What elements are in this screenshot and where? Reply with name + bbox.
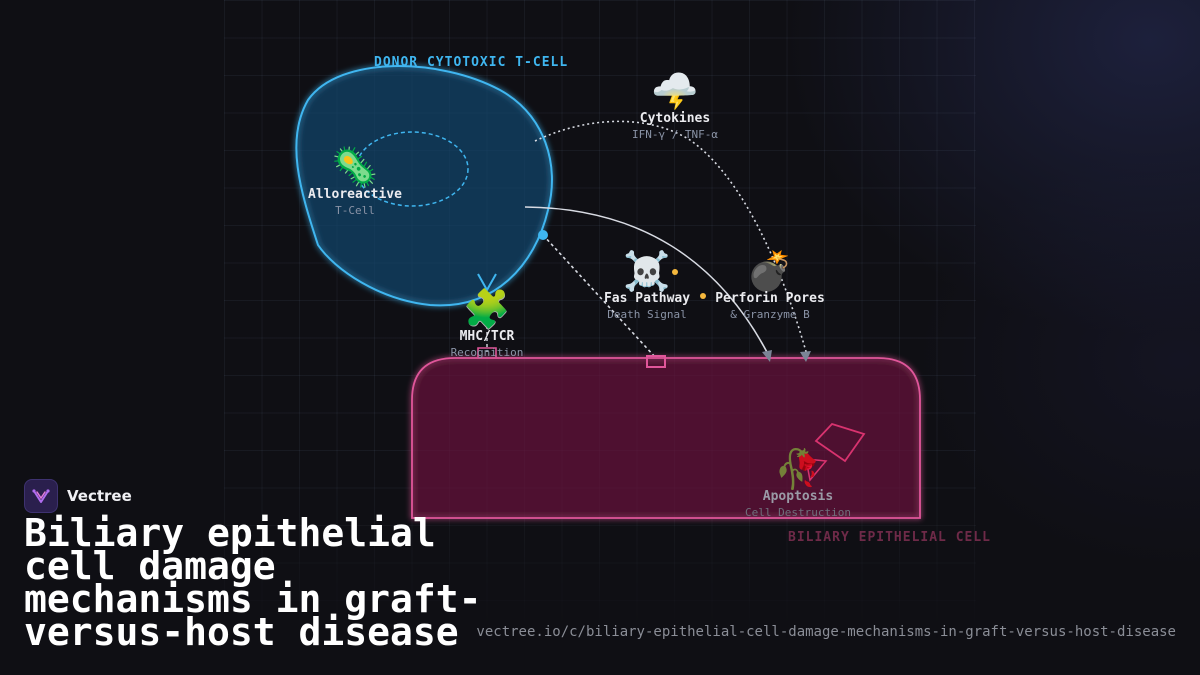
mhc-title: MHC/TCR [459, 329, 515, 344]
cytokines-sub: IFN-γ / TNF-α [631, 128, 719, 141]
cytokines-title: Cytokines [639, 111, 711, 126]
fas-title: Fas Pathway [603, 291, 691, 306]
cell-fragment-shape [805, 458, 828, 482]
storm-cloud-icon: 🌩️ [651, 69, 699, 113]
fas-node: ☠️ Fas Pathway Death Signal [592, 251, 702, 323]
tcell-contact-node [538, 230, 548, 240]
biliary-epithelial-cell-shape [411, 357, 921, 519]
bec-region-label: BILIARY EPITHELIAL CELL [788, 530, 992, 545]
cytokine-arrow [534, 120, 808, 356]
page-url[interactable]: vectree.io/c/biliary-epithelial-cell-dam… [476, 624, 1176, 640]
apoptosis-node: 🥀 Apoptosis Cell Destruction [738, 449, 858, 521]
granzyme-dot [700, 293, 706, 299]
tcell-nucleus [355, 131, 469, 207]
microbe-icon: 🦠 [331, 145, 379, 189]
vectree-logo-icon [24, 479, 58, 513]
granzyme-dot [672, 269, 678, 275]
tcr-antenna [477, 273, 497, 293]
mhc-receptor-marker [477, 347, 497, 357]
brand-name: Vectree [67, 487, 132, 505]
alloreactive-node: 🦠 Alloreactive T-Cell [305, 147, 405, 219]
cell-fragment-shape [814, 422, 866, 463]
perforin-arrowhead [762, 350, 772, 362]
fas-receptor-marker [646, 355, 666, 368]
tcell-membrane [295, 65, 553, 307]
alloreactive-title: Alloreactive [308, 187, 402, 202]
alloreactive-sub: T-Cell [335, 204, 375, 217]
perforin-node: 💣 Perforin Pores & Granzyme B [710, 251, 830, 323]
bomb-icon: 💣 [746, 249, 794, 293]
perforin-arrow [524, 206, 771, 359]
puzzle-piece-icon: 🧩 [463, 287, 511, 331]
perforin-sub: & Granzyme B [730, 308, 810, 321]
cytokines-node: 🌩️ Cytokines IFN-γ / TNF-α [615, 71, 735, 143]
apoptosis-sub: Cell Destruction [745, 506, 851, 519]
page-title: Biliary epithelial cell damage mechanism… [24, 511, 482, 654]
fas-arrow [542, 234, 656, 358]
wilted-flower-icon: 🥀 [774, 447, 822, 491]
mhc-sub: Recognition [450, 346, 524, 359]
cytokine-arrowhead [800, 351, 811, 362]
tcell-region-label: DONOR CYTOTOXIC T-CELL [374, 55, 569, 70]
mhc-node: 🧩 MHC/TCR Recognition [437, 289, 537, 361]
skull-crossbones-icon: ☠️ [623, 249, 671, 293]
fas-sub: Death Signal [607, 308, 687, 321]
perforin-title: Perforin Pores [715, 291, 825, 306]
brand[interactable]: Vectree [24, 479, 132, 513]
apoptosis-title: Apoptosis [762, 489, 834, 504]
